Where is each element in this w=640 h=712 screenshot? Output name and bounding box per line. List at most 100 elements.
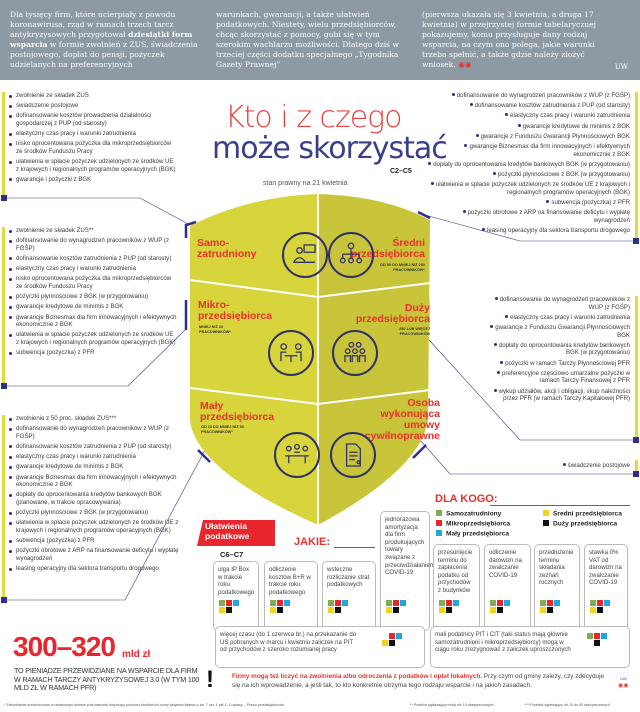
list-item-text: ułatwienia w spłacie pożyczek udzielonyc…: [16, 331, 176, 346]
list-item-text: elastyczny czas pracy i warunki zatrudni…: [510, 112, 630, 120]
eligibility-square-duzy: [389, 640, 395, 646]
list-samozatrudniony: zwolnienie ze składek ZUS świadczenie pos…: [8, 92, 178, 186]
title-line-2: może skorzystać: [212, 131, 448, 166]
list-item: pożyczki obrotowe z ARP na finansowanie …: [428, 209, 630, 224]
segment-mikro-note: mniej niż 10 pracowników*: [199, 325, 231, 334]
tax-relief-text: stawka 0% VAT od darowizn na zwalczanie …: [589, 549, 622, 587]
legend-item-sredni: Średni przedsiębiorca: [543, 510, 622, 518]
list-item: dopłaty do oprocentowania kredytów banko…: [8, 491, 186, 506]
list-item-text: subwencja (pożyczka) z PFR: [16, 349, 95, 357]
list-item: pożyczki w ramach Tarczy Płynnościowej P…: [480, 360, 630, 368]
eligibility-square-samozatrudniony: [590, 600, 596, 606]
list-item: elastyczny czas pracy i warunki zatrudni…: [8, 130, 178, 138]
list-item-text: ułatwienia w spłacie pożyczek udzielonyc…: [16, 519, 179, 534]
tax-relief-text: odliczenie kosztów B+R w trakcie roku po…: [269, 566, 311, 596]
list-item-text: dopłaty do oprocentowania kredytów banko…: [498, 341, 630, 357]
eligibility-square-samozatrudniony: [270, 600, 276, 606]
eligibility-square-samozatrudniony: [328, 600, 334, 606]
list-item-text: pożyczki obrotowe z ARP na finansowanie …: [467, 209, 630, 224]
person-laptop-icon: [282, 232, 328, 278]
bullet-icon: [451, 93, 455, 96]
eligibility-squares: [540, 600, 560, 614]
tax-relief-box: ulga IP Box w trakcie roku podatkowego: [213, 561, 259, 631]
list-item-text: zwolnienie ze składek ZUS: [16, 92, 89, 99]
eligibility-square-mikro: [446, 600, 452, 606]
list-item-text: dofinansowanie kosztów zatrudnienia z PU…: [474, 102, 630, 110]
title-pages: C2–C5: [390, 168, 412, 175]
list-item: elastyczny czas pracy i warunki zatrudni…: [428, 112, 630, 120]
footnote-3: *** Podmiot zgłaszający od 10 do 49 ubez…: [525, 703, 611, 707]
list-item-text: leasing operacyjny dla sektora transport…: [16, 565, 159, 573]
list-item-text: gwarancje z Funduszu Gwarancji Płynności…: [480, 132, 630, 140]
legend-label: Samozatrudniony: [446, 510, 502, 518]
list-item: gwarancje Biznesmax dla firm innowacyjny…: [8, 314, 178, 329]
bullet-icon: [490, 324, 494, 328]
list-marker: [1, 597, 7, 603]
bullet-icon: [562, 463, 566, 466]
list-item: dopłaty do oprocentowania kredytów banko…: [480, 342, 630, 357]
eligibility-square-sredni: [490, 607, 496, 613]
segment-mikro: Mikro- przedsiębiorca: [198, 299, 273, 322]
list-item: subwencja (pożyczka) z PFR: [8, 537, 186, 545]
list-item-text: nisko oprocentowana pożyczka dla mikropr…: [16, 275, 172, 290]
eligibility-square-samozatrudniony: [540, 600, 546, 606]
list-item-text: dofinansowanie do wynagrodzeń pracownikó…: [16, 237, 169, 252]
list-marker: [633, 238, 639, 244]
list-duzy: dofinansowanie do wynagrodzeń pracownikó…: [480, 296, 630, 405]
eligibility-square-duzy: [393, 607, 399, 613]
list-bar: [635, 92, 638, 240]
list-item-text: dofinansowanie kosztów zatrudnienia z PU…: [16, 254, 172, 262]
list-item: dofinansowanie do wynagrodzeń pracownikó…: [480, 296, 630, 311]
list-item-text: ułatwienia w spłacie pożyczek udzielonyc…: [435, 181, 630, 196]
segment-osoba: Osoba wykonująca umowy cywilnoprawne: [364, 397, 440, 442]
tax-relief-text: jednorazowa amortyzacja dla firm produku…: [385, 516, 435, 577]
eligibility-square-duzy: [226, 607, 232, 613]
bullet-icon: [482, 227, 486, 231]
list-item: ułatwienia w spłacie pożyczek udzielonyc…: [8, 519, 186, 534]
list-item: leasing operacyjny dla sektora transport…: [428, 227, 630, 235]
eligibility-square-mikro: [335, 600, 341, 606]
bullet-icon: [430, 182, 434, 186]
tax-tag-shape: [197, 520, 275, 546]
intro-column-2: warunkach, gwarancji, a także ułatwień p…: [216, 10, 399, 69]
legend-swatch: [436, 530, 442, 536]
bullet-icon: [493, 388, 497, 392]
eligibility-squares: [439, 600, 459, 614]
legend-label: Duży przedsiębiorca: [553, 520, 618, 528]
eligibility-square-sredni: [439, 607, 445, 613]
legend-label: Mikroprzedsiębiorca: [446, 520, 511, 528]
list-item: gwarancje kredytowe de minimis z BGK: [8, 303, 178, 311]
bullet-icon: [494, 297, 498, 300]
tax-relief-text: odliczenie darowizn na zwalczanie COVID-…: [489, 549, 522, 579]
list-item: preferencyjne częściowo umarzalne pożycz…: [480, 370, 630, 385]
intro-band: Dla tysięcy firm, które ucierpiały z pow…: [0, 0, 640, 80]
eligibility-square-duzy: [547, 607, 553, 613]
list-item: dofinansowanie do wynagrodzeń pracownikó…: [428, 92, 630, 100]
list-item-text: świadczenie postojowe: [16, 102, 79, 110]
legend-label: Mały przedsiębiorca: [446, 530, 510, 538]
tax-relief-box: przedłużenie terminu składania zeznań ro…: [534, 544, 580, 631]
group-icon: [332, 330, 378, 376]
list-item: subwencja (pożyczka) z PFR: [428, 199, 630, 207]
org-chart-icon: [328, 232, 374, 278]
eligibility-square-mikro: [389, 633, 395, 639]
list-item: zwolnienie ze składek ZUS: [8, 92, 178, 100]
tax-relief-box: jednorazowa amortyzacja dla firm produku…: [380, 511, 435, 631]
list-bar: [635, 296, 638, 438]
segment-sredni: Średni przedsiębiorca: [350, 237, 425, 260]
eligibility-square-maly: [453, 600, 459, 606]
list-item-text: elastyczny czas pracy i warunki zatrudni…: [16, 453, 136, 461]
eligibility-square-duzy: [277, 607, 283, 613]
tax-rule: [334, 547, 375, 548]
list-item: pożyczki obrotowe z ARP na finansowanie …: [8, 547, 186, 562]
list-item-text: pożyczki w ramach Tarczy Płynnościowej P…: [505, 359, 630, 367]
tax-relief-box: stawka 0% VAT od darowizn na zwalczanie …: [584, 544, 628, 631]
eligibility-square-sredni: [219, 607, 225, 613]
list-item-text: zwolnienie z 50 proc. składek ZUS***: [16, 415, 117, 422]
list-item: subwencja (pożyczka) z PFR: [8, 349, 178, 357]
eligibility-square-duzy: [594, 640, 600, 646]
eligibility-square-maly: [396, 633, 402, 639]
segment-maly: Mały przedsiębiorca: [200, 400, 275, 423]
bullet-icon: [475, 133, 479, 137]
list-item: gwarancje z Funduszu Gwarancji Płynności…: [480, 324, 630, 339]
